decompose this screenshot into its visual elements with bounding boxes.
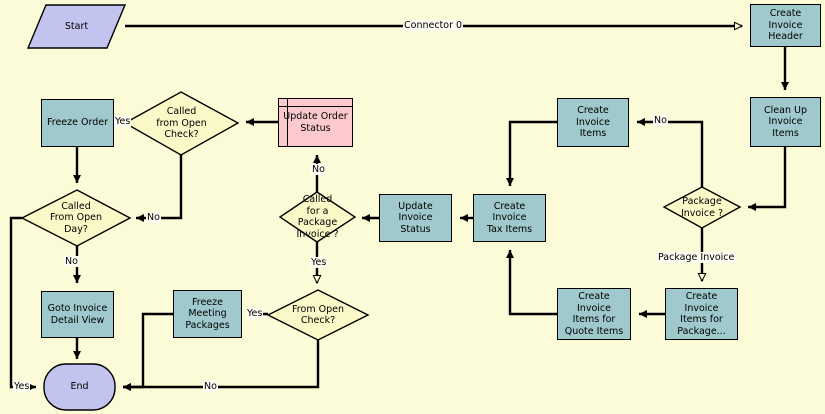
edge-label-called-from-open-check-yes: Yes	[114, 116, 132, 127]
end-shape	[43, 363, 116, 411]
decision-from-open-check	[266, 289, 370, 341]
edge-package-invoice-no	[637, 118, 704, 188]
start-shape	[26, 4, 127, 49]
edge-label-called-from-open-day-no: No	[64, 256, 79, 267]
edge-called-open-day-yes	[9, 216, 36, 391]
decision-package-invoice	[662, 186, 742, 229]
edge-label-from-open-check-no: No	[203, 381, 218, 392]
start-label: Start	[64, 20, 89, 32]
edge-label-connector-0: Connector 0	[403, 20, 464, 31]
edge-label-called-from-open-day-yes: Yes	[13, 381, 31, 392]
edge-label-called-for-package-invoice-no: No	[311, 164, 326, 175]
decision-called-from-open-check	[123, 91, 240, 156]
decision-called-for-a-package-invoice	[278, 191, 357, 243]
node-start-end-terminator[interactable]: End	[44, 364, 115, 410]
node-freeze-order[interactable]: Freeze Order	[41, 99, 114, 147]
edge-create-items-to-tax-items	[506, 120, 557, 186]
end-label: End	[70, 381, 89, 393]
decision-called-from-open-day	[20, 189, 132, 247]
edge-label-called-from-open-check-no: No	[146, 212, 161, 223]
edge-freeze-meeting-to-end	[123, 312, 173, 391]
edge-quote-items-to-tax-items	[506, 250, 557, 316]
node-start[interactable]: Start	[28, 5, 125, 48]
edge-cleanup-to-package-invoice	[748, 147, 787, 211]
edge-called-open-check-no	[136, 155, 183, 222]
edge-label-package-invoice-yes: Package Invoice	[657, 252, 736, 263]
edge-label-package-invoice-no: No	[653, 115, 668, 126]
freeze-order-label: Freeze Order	[46, 117, 108, 129]
edge-label-called-for-package-invoice-yes: Yes	[310, 257, 328, 268]
edge-from-open-check-no	[123, 340, 320, 391]
edge-label-from-open-check-yes: Yes	[246, 308, 264, 319]
